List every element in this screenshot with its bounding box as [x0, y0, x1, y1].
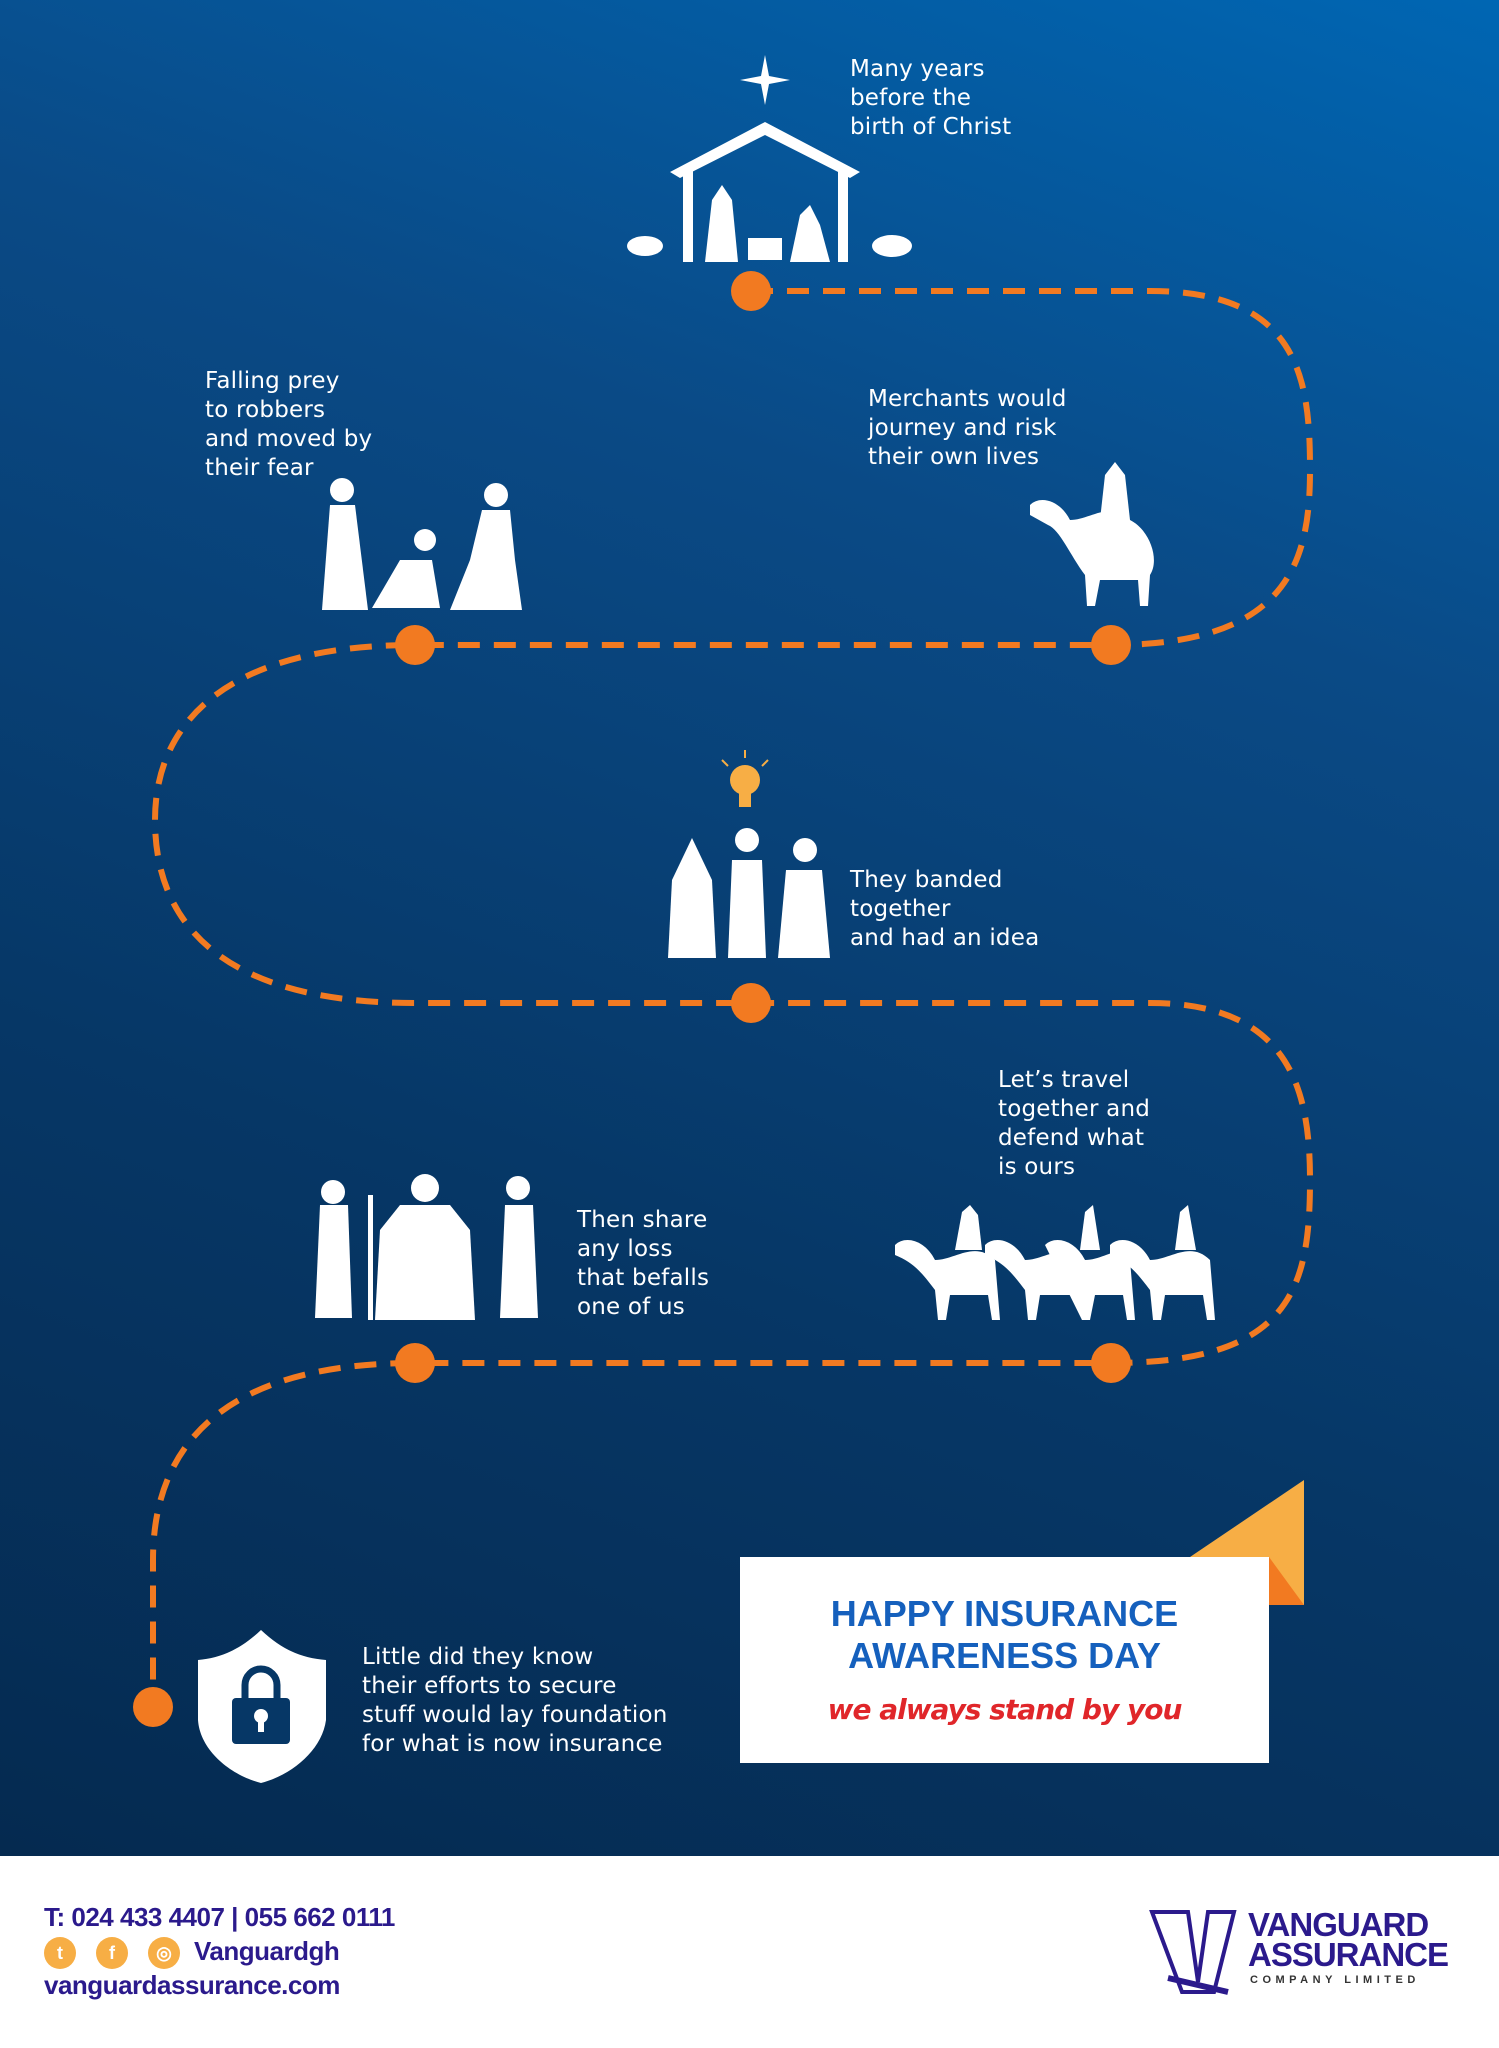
- step-6-caption: Then share any loss that befalls one of …: [577, 1207, 710, 1320]
- timeline-path: [133, 55, 1314, 1783]
- va-logo-mark: [1149, 1910, 1237, 1995]
- facebook-icon[interactable]: f: [96, 1937, 128, 1969]
- phone-numbers: T: 024 433 4407 | 055 662 0111: [44, 1902, 395, 1932]
- step-4-caption: They banded together and had an idea: [850, 867, 1040, 951]
- group-figures-icon: [315, 1174, 538, 1320]
- nativity-icon: [627, 55, 912, 262]
- timeline-dot-1: [731, 271, 771, 311]
- timeline-dot-6: [395, 1343, 435, 1383]
- timeline-dot-7: [133, 1687, 173, 1727]
- step-3-caption: Falling prey to robbers and moved by the…: [205, 368, 373, 481]
- card-slogan: we always stand by you: [827, 1693, 1183, 1726]
- step-1-caption: Many years before the birth of Christ: [850, 56, 1012, 140]
- step-2-caption: Merchants would journey and risk their o…: [868, 386, 1067, 470]
- step-7-caption: Little did they know their efforts to se…: [362, 1644, 668, 1757]
- three-people-lightbulb-icon: [668, 750, 830, 958]
- social-handle[interactable]: Vanguardgh: [194, 1936, 340, 1966]
- timeline-dot-3: [395, 625, 435, 665]
- instagram-icon[interactable]: ◎: [148, 1937, 180, 1969]
- camel-caravan-icon: [895, 1205, 1215, 1320]
- vanguard-logo: VANGUARD ASSURANCE COMPANY LIMITED: [1148, 1906, 1449, 1998]
- logo-tagline: COMPANY LIMITED: [1250, 1974, 1420, 1986]
- poster-background: Many years before the birth of Christ Me…: [0, 0, 1499, 1856]
- logo-name-line1: VANGUARD: [1248, 1906, 1429, 1943]
- website-link[interactable]: vanguardassurance.com: [44, 1970, 340, 2000]
- shield-lock-icon: [198, 1630, 326, 1783]
- logo-name-line2: ASSURANCE: [1248, 1936, 1449, 1973]
- timeline-dot-4: [731, 983, 771, 1023]
- twitter-icon[interactable]: t: [44, 1937, 76, 1969]
- greeting-card: HAPPY INSURANCE AWARENESS DAY we always …: [740, 1557, 1269, 1763]
- card-title: HAPPY INSURANCE AWARENESS DAY: [830, 1593, 1179, 1676]
- timeline-dot-2: [1091, 625, 1131, 665]
- timeline-dots: [133, 271, 1131, 1727]
- robbery-figures-icon: [322, 478, 522, 610]
- footer: T: 024 433 4407 | 055 662 0111 Vanguardg…: [0, 1856, 1499, 2048]
- timeline-dot-5: [1091, 1343, 1131, 1383]
- step-5-caption: Let’s travel together and defend what is…: [998, 1067, 1151, 1180]
- camel-rider-icon: [1030, 462, 1154, 606]
